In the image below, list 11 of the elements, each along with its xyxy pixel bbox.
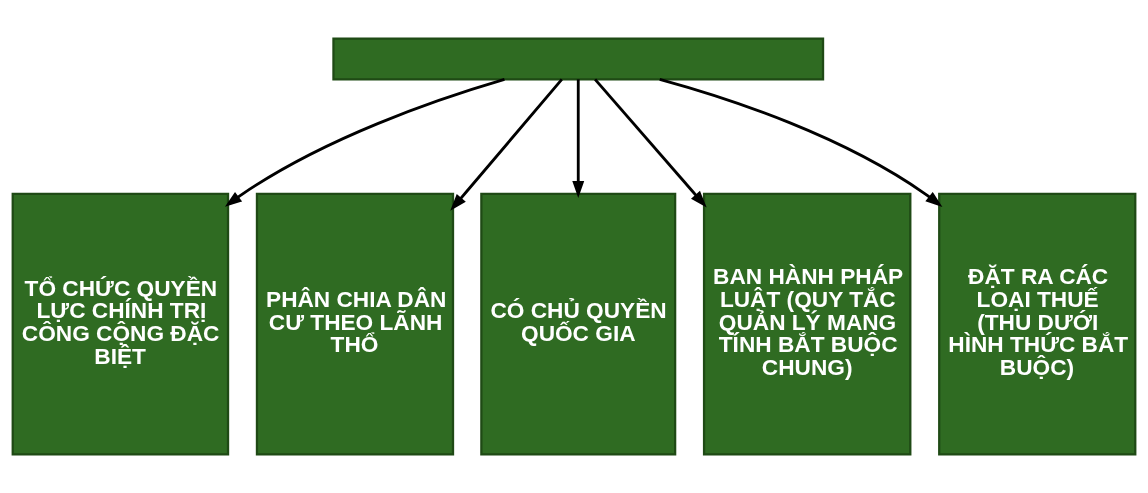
- arrow: [659, 78, 943, 208]
- arrow: [450, 78, 563, 211]
- arrow: [594, 78, 707, 208]
- node-box: BAN HÀNH PHÁP LUẬT (QUY TẮC QUẢN LÝ MANG TÍNH BẮT BUỘC CHUNG): [702, 192, 912, 456]
- node-box: [332, 37, 825, 81]
- node-box: ĐẶT RA CÁC LOẠI THUẾ (THU DƯỚI HÌNH THỨC BẮT BUỘC): [938, 192, 1137, 456]
- node-box: CÓ CHỦ QUYỀN QUỐC GIA: [480, 192, 677, 456]
- node-box: PHÂN CHIA DÂN CƯ THEO LÃNH THỔ: [255, 192, 455, 456]
- node-box: TỔ CHỨC QUYỀN LỰC CHÍNH TRỊ CÔNG CỘNG ĐẶC BIỆT: [11, 192, 230, 456]
- arrow: [572, 79, 585, 199]
- arrow: [224, 78, 505, 207]
